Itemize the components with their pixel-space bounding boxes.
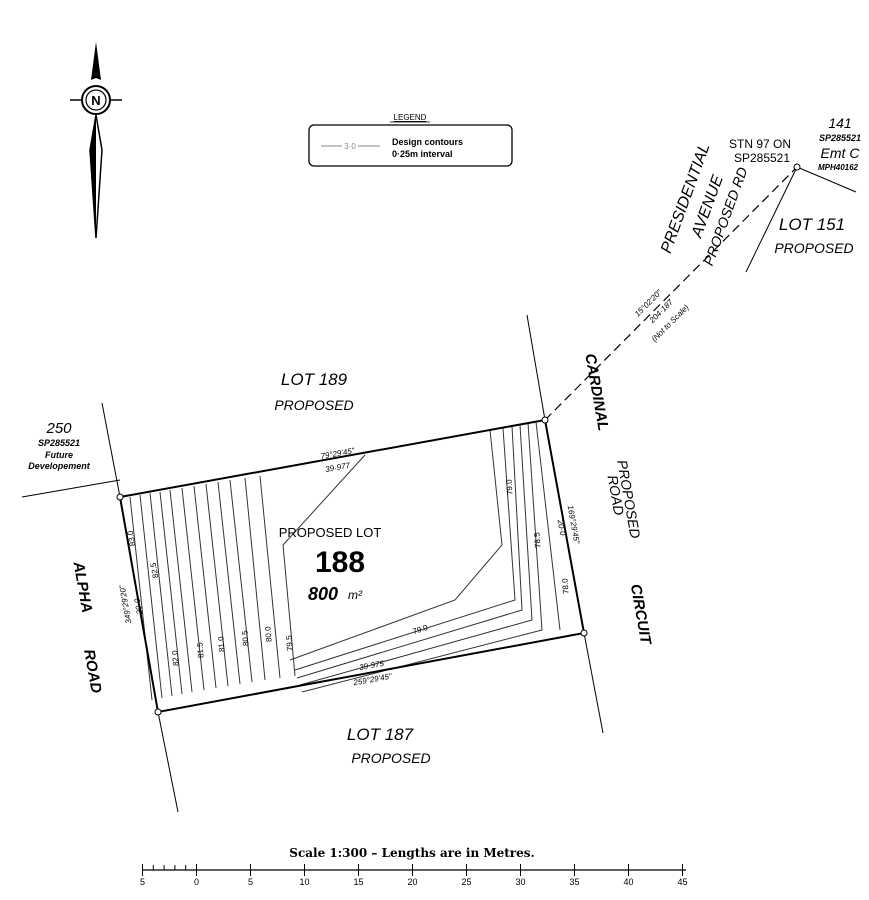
scale-tick-label: 40 (623, 877, 633, 887)
scale-tick-label: 30 (515, 877, 525, 887)
alpha-road-word2: ROAD (80, 648, 104, 695)
contour-label-825: 82.5 (149, 561, 161, 578)
lot-141-number: 141 (828, 115, 851, 131)
contour-label-780: 78.0 (560, 578, 570, 595)
lot-250-note1: Future (45, 450, 73, 460)
scale-tick-label: 5 (248, 877, 253, 887)
scale-tick-label: 10 (299, 877, 309, 887)
tie-line (544, 166, 798, 421)
cardinal-label: CARDINAL (581, 352, 611, 432)
adjoining-boundaries (21, 166, 857, 813)
contour-label-795: 79.5 (284, 635, 294, 652)
scale-tick-label: 25 (461, 877, 471, 887)
right-bearing: 169°29'45" (566, 505, 582, 546)
bottom-distance: 39·975 (359, 659, 386, 672)
scale-title: Scale 1:300 – Lengths are in Metres. (289, 846, 534, 860)
station-label: STN 97 ON SP285521 (729, 137, 791, 165)
contour-label-805: 80.5 (240, 630, 250, 647)
scale-tick-label: 0 (194, 877, 199, 887)
lot-141-ref: MPH40162 (818, 163, 859, 172)
station-line1: STN 97 ON (729, 137, 791, 151)
circuit-label: CIRCUIT (627, 583, 655, 648)
left-distance: 20·0 (133, 597, 145, 616)
contour-label-790-bottom: 79.0 (411, 623, 429, 637)
scale-tick-label: 20 (407, 877, 417, 887)
legend-box (308, 124, 513, 167)
lot-250-plan: SP285521 (38, 438, 80, 448)
lot-151-name: LOT 151 (779, 215, 845, 234)
contour-label-820: 82.0 (170, 650, 180, 667)
right-distance: 20·0 (555, 518, 567, 537)
lot-187-name: LOT 187 (347, 725, 414, 744)
lot-188-label: PROPOSED LOT 188 800 m² (279, 525, 382, 604)
lot-250-number: 250 (45, 420, 72, 437)
scale-tick-label: 35 (569, 877, 579, 887)
left-bearing: 349°29'20" (118, 583, 134, 624)
legend: LEGEND 3·0 Design contours 0·25m interva… (308, 113, 513, 167)
lot-188-area-unit: m² (348, 588, 363, 602)
top-bearing: 79°29'45" (320, 446, 356, 461)
lot-189-status: PROPOSED (274, 397, 353, 413)
lot-187-status: PROPOSED (351, 750, 430, 766)
north-letter: N (91, 93, 100, 108)
north-arrow-icon: N (70, 42, 122, 239)
neighbouring-lots: LOT 189 PROPOSED LOT 187 PROPOSED LOT 15… (28, 115, 861, 766)
lot-141-plan: SP285521 (819, 133, 861, 143)
station-marker (793, 163, 801, 171)
scale-tick-label: 5 (140, 877, 145, 887)
alpha-road-word1: ALPHA (69, 559, 95, 614)
legend-line2: 0·25m interval (392, 149, 453, 159)
lot-189-name: LOT 189 (281, 370, 348, 389)
contour-label-790-right: 79.0 (504, 479, 514, 496)
lot-151-status: PROPOSED (774, 240, 853, 256)
scale-tick-label: 45 (677, 877, 687, 887)
lot-188-number: 188 (315, 546, 365, 579)
contour-lines (129, 421, 561, 701)
scale-bar: Scale 1:300 – Lengths are in Metres. 5 0 5… (140, 846, 688, 887)
tie-dimensions: 15°02'20" 204·187 (Not to Scale) (633, 287, 691, 344)
lot-141-easement: Emt C (821, 145, 861, 161)
lot-188-caption: PROPOSED LOT (279, 525, 382, 540)
contour-label-830: 83.0 (126, 529, 138, 546)
lot-corner-markers (116, 416, 588, 716)
lot-250-note2: Developement (28, 461, 91, 471)
contour-label-800: 80.0 (263, 626, 273, 643)
legend-line1: Design contours (392, 137, 463, 147)
scale-tick-label: 15 (353, 877, 363, 887)
proposed-road-word2: ROAD (605, 474, 628, 517)
contour-label-785: 78.5 (532, 532, 542, 549)
lot-188-area: 800 (308, 584, 338, 604)
contour-label-810: 81.0 (216, 636, 226, 653)
contour-label-815: 81.5 (195, 642, 205, 659)
legend-sample-label: 3·0 (344, 142, 356, 151)
legend-title: LEGEND (394, 113, 427, 122)
station-line2: SP285521 (734, 151, 790, 165)
top-distance: 39·977 (325, 461, 352, 474)
road-names: ALPHA ROAD CARDINAL CIRCUIT PROPOSED ROA… (69, 141, 750, 694)
